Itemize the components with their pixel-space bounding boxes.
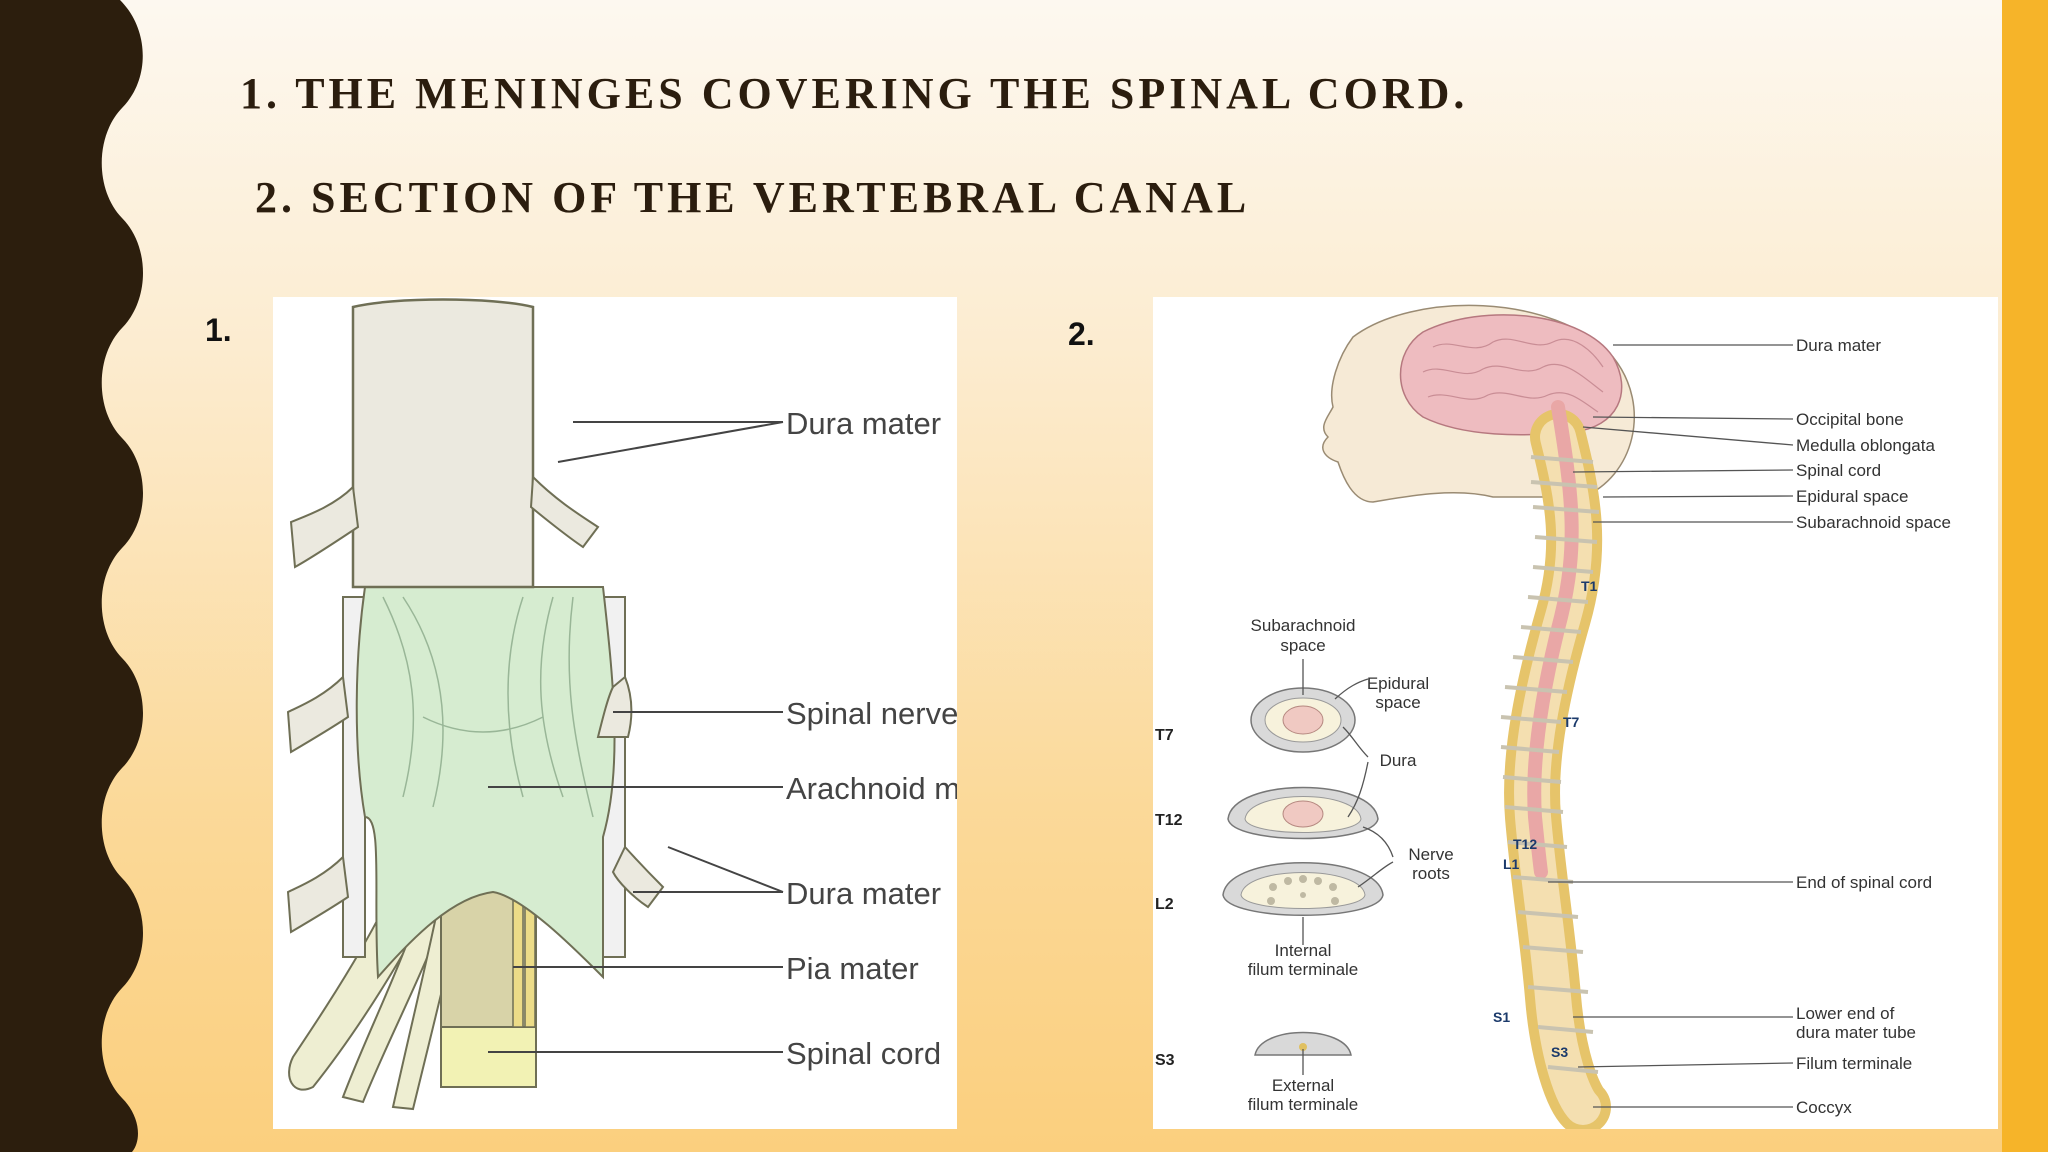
label-dura-mater: Dura mater xyxy=(1796,336,1881,355)
label-spinal-cord-right: Spinal cord xyxy=(1796,461,1881,480)
label-nerve-line2: roots xyxy=(1412,864,1450,883)
brain xyxy=(1399,314,1623,436)
label-dura-mater-mid: Dura mater xyxy=(786,876,941,911)
label-pia-mater: Pia mater xyxy=(786,951,919,986)
right-accent-stripe xyxy=(2002,0,2048,1152)
figure1-number: 1. xyxy=(205,312,232,348)
label-epidural-line2: space xyxy=(1375,693,1420,712)
marker-s3: S3 xyxy=(1551,1044,1568,1060)
dura-tube xyxy=(351,298,535,589)
label-coccyx: Coccyx xyxy=(1796,1098,1852,1117)
label-medulla-oblongata: Medulla oblongata xyxy=(1796,436,1935,455)
marker-s1: S1 xyxy=(1493,1009,1510,1025)
label-lower-end-line1: Lower end of xyxy=(1796,1004,1895,1023)
label-epidural-space: Epidural space xyxy=(1796,487,1908,506)
label-internal-line1: Internal xyxy=(1275,941,1332,960)
figure2-number: 2. xyxy=(1068,316,1095,352)
cross-section-t12 xyxy=(1227,786,1379,840)
left-wave-decoration xyxy=(0,0,143,1152)
label-arachnoid-mater: Arachnoid mater xyxy=(786,771,957,806)
label-occipital-bone: Occipital bone xyxy=(1796,410,1904,429)
label-filum-terminale: Filum terminale xyxy=(1796,1054,1912,1073)
spinal-cord-end xyxy=(440,1026,537,1088)
level-t12: T12 xyxy=(1155,812,1183,829)
marker-t12: T12 xyxy=(1513,836,1537,852)
label-epidural-line1: Epidural xyxy=(1367,674,1429,693)
label-section-dura: Dura xyxy=(1380,751,1417,770)
label-subarachnoid-line1: Subarachnoid xyxy=(1251,616,1356,635)
label-subarachnoid-line2: space xyxy=(1280,636,1325,655)
meninges-figure: Dura mater Spinal nerve Arachnoid mater … xyxy=(273,297,957,1129)
label-external-line1: External xyxy=(1272,1076,1334,1095)
marker-t7: T7 xyxy=(1563,714,1580,730)
slide-title-line1: 1. THE MENINGES COVERING THE SPINAL CORD… xyxy=(240,69,1469,118)
spinal-cord-line xyxy=(1527,400,1579,879)
label-dura-mater-top: Dura mater xyxy=(786,406,941,441)
label-internal-line2: filum terminale xyxy=(1248,960,1359,979)
marker-l1: L1 xyxy=(1503,856,1520,872)
slide-title-line2: 2. SECTION OF THE VERTEBRAL CANAL xyxy=(255,173,1251,222)
cross-section-s3 xyxy=(1254,1031,1352,1056)
cross-section-t7 xyxy=(1250,687,1356,753)
meninges-illustration: Dura mater Spinal nerve Arachnoid mater … xyxy=(286,298,957,1111)
label-nerve-line1: Nerve xyxy=(1408,845,1453,864)
arachnoid-layer xyxy=(355,586,616,980)
level-t7: T7 xyxy=(1155,727,1174,744)
level-s3: S3 xyxy=(1155,1052,1175,1069)
level-l2: L2 xyxy=(1155,896,1174,913)
label-external-line2: filum terminale xyxy=(1248,1095,1359,1114)
label-lower-end-line2: dura mater tube xyxy=(1796,1023,1916,1042)
label-subarachnoid-space: Subarachnoid space xyxy=(1796,513,1951,532)
vertebral-canal-figure: Dura mater Occipital bone Medulla oblong… xyxy=(1153,297,1998,1129)
marker-t1: T1 xyxy=(1581,578,1598,594)
label-spinal-cord: Spinal cord xyxy=(786,1036,941,1071)
cross-section-l2 xyxy=(1222,862,1384,916)
label-spinal-nerve: Spinal nerve xyxy=(786,696,957,731)
vertebral-canal-illustration: Dura mater Occipital bone Medulla oblong… xyxy=(1155,304,1951,1129)
label-end-of-spinal-cord: End of spinal cord xyxy=(1796,873,1932,892)
